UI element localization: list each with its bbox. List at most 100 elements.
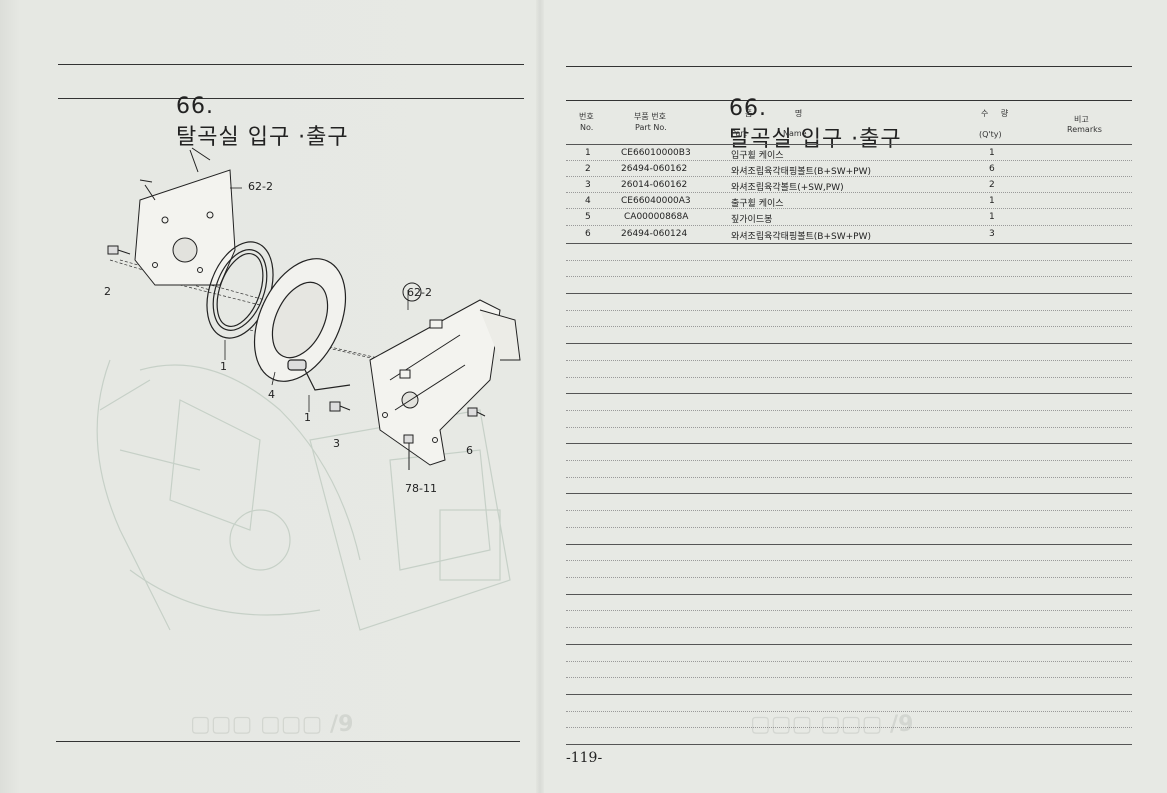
empty-row-line (566, 744, 1132, 745)
empty-row-line (566, 527, 1132, 528)
row-no: 2 (585, 164, 591, 174)
page-number: -119- (566, 750, 603, 766)
right-page-title: 66. 탈곡실 입구 ·출구 (713, 71, 902, 153)
row-part-no: 26494-060162 (621, 164, 688, 174)
bolt-78-11 (403, 434, 414, 470)
header-remarks-en: Remarks (1067, 125, 1102, 134)
left-title-bottom-rule (58, 98, 524, 99)
empty-row-line (566, 260, 1132, 261)
callout-78-11: 78-11 (405, 482, 437, 495)
callout-6: 6 (466, 444, 473, 457)
empty-row-line (566, 360, 1132, 361)
row-part-name: 와셔조립육각태핑볼트(B+SW+PW) (731, 232, 872, 242)
book-gutter (536, 0, 544, 793)
empty-row-line (566, 627, 1132, 628)
header-name-en: Name (783, 129, 807, 138)
header-partno-ko: 부품 번호 (634, 112, 666, 121)
empty-row-line (566, 510, 1132, 511)
empty-row-line (566, 594, 1132, 595)
left-title-top-rule (58, 64, 524, 65)
row-divider (566, 160, 1132, 161)
row-no: 4 (585, 196, 591, 206)
empty-row-line (566, 427, 1132, 428)
header-part-en: Part (731, 129, 747, 138)
empty-row-line (566, 477, 1132, 478)
left-title-number: 66. (176, 94, 214, 119)
row-qty: 1 (989, 148, 995, 158)
row-divider (566, 192, 1132, 193)
row-qty: 2 (989, 180, 995, 190)
empty-row-line (566, 310, 1132, 311)
row-part-no: 26494-060124 (621, 229, 688, 239)
row-part-no: 26014-060162 (621, 180, 688, 190)
empty-row-line (566, 377, 1132, 378)
empty-row-line (566, 661, 1132, 662)
row-part-name: 입구휠 케이스 (731, 151, 784, 161)
empty-row-line (566, 694, 1132, 695)
bolt-6 (467, 407, 486, 417)
outlet-wheel-case-4 (253, 258, 347, 382)
row-no: 6 (585, 229, 591, 239)
empty-row-line (566, 577, 1132, 578)
header-partno-en: Part No. (635, 123, 667, 132)
empty-row-line (566, 276, 1132, 277)
bolt-3 (329, 401, 351, 412)
bolt-2 (107, 245, 131, 255)
empty-row-line (566, 293, 1132, 294)
empty-row-line (566, 343, 1132, 344)
row-qty: 6 (989, 164, 995, 174)
bleed-through-ghost-left: ▢▢▢ ▢▢▢ /9 (190, 712, 354, 737)
right-title-bottom-rule (566, 100, 1132, 101)
row-part-name: 와셔조립육각볼트(+SW,PW) (731, 183, 844, 193)
callout-2: 2 (104, 285, 111, 298)
row-divider (566, 176, 1132, 177)
right-title-text: 탈곡실 입구 ·출구 (729, 127, 902, 152)
row-part-name: 짚가이드봉 (731, 215, 773, 225)
empty-row-line (566, 326, 1132, 327)
row-part-no: CE66010000B3 (621, 148, 691, 158)
header-no-ko: 번호 (579, 112, 594, 121)
row-part-no: CE66040000A3 (621, 196, 691, 206)
header-name-ko: 품 명 (745, 109, 803, 118)
header-qty-ko: 수 량 (981, 109, 1009, 118)
callout-5: 1 (304, 411, 311, 424)
empty-row-line (566, 410, 1132, 411)
empty-row-line (566, 560, 1132, 561)
callout-3: 3 (333, 437, 340, 450)
header-qty-en: (Q'ty) (979, 130, 1002, 139)
row-part-name: 와셔조립육각태핑볼트(B+SW+PW) (731, 167, 872, 177)
empty-row-line (566, 393, 1132, 394)
header-bottom-rule (566, 144, 1132, 145)
empty-row-line (566, 243, 1132, 244)
right-title-top-rule (566, 66, 1132, 67)
empty-row-line (566, 443, 1132, 444)
exploded-parts-diagram (96, 147, 521, 631)
straw-guide-rod-5 (304, 369, 351, 391)
empty-row-line (566, 727, 1132, 728)
empty-row-line (566, 677, 1132, 678)
callout-1: 1 (220, 360, 227, 373)
row-part-name: 출구휠 케이스 (731, 199, 784, 209)
empty-row-line (566, 493, 1132, 494)
row-no: 3 (585, 180, 591, 190)
header-no-en: No. (580, 123, 594, 132)
callout-62-2-frame: 62-2 (407, 286, 432, 299)
inlet-plate-62-2 (134, 147, 236, 286)
empty-row-line (566, 544, 1132, 545)
empty-row-line (566, 644, 1132, 645)
row-divider (566, 225, 1132, 226)
row-divider (566, 208, 1132, 209)
outlet-frame-62-2 (369, 299, 521, 466)
row-no: 5 (585, 212, 591, 222)
row-qty: 1 (989, 212, 995, 222)
empty-row-line (566, 711, 1132, 712)
callout-4: 4 (268, 388, 275, 401)
right-page (540, 0, 1167, 793)
right-title-number: 66. (729, 96, 767, 121)
empty-row-line (566, 460, 1132, 461)
left-title-text: 탈곡실 입구 ·출구 (176, 125, 349, 150)
left-bottom-rule (56, 741, 520, 742)
left-page-title: 66. 탈곡실 입구 ·출구 (160, 69, 349, 151)
empty-row-line (566, 610, 1132, 611)
row-qty: 1 (989, 196, 995, 206)
